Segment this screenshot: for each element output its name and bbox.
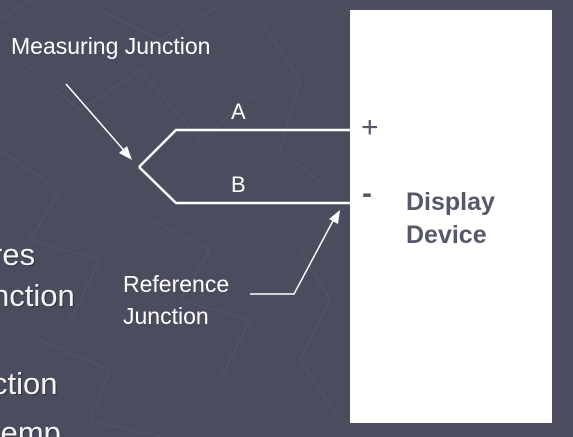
measuring-junction-pointer (65, 83, 129, 156)
reference-junction-label: Reference Junction (123, 271, 230, 329)
body-text-line-3: ction (0, 366, 58, 401)
wire-a (138, 128, 350, 168)
positive-terminal-label: + (361, 111, 379, 144)
display-device-box (350, 10, 552, 423)
measuring-arrowhead-icon (119, 146, 132, 160)
measuring-junction-label: Measuring Junction (11, 33, 211, 59)
negative-terminal-label: - (362, 177, 372, 210)
wire-b-label: B (231, 172, 246, 197)
body-text-line-2: nction (0, 278, 75, 313)
reference-junction-pointer (250, 216, 336, 295)
body-text-line-1: res (0, 237, 36, 272)
wire-b (138, 166, 350, 205)
body-text-line-4: temp (0, 415, 61, 437)
display-device-label: Display Device (406, 188, 495, 249)
wire-a-label: A (231, 99, 246, 124)
reference-arrowhead-icon (329, 210, 340, 224)
